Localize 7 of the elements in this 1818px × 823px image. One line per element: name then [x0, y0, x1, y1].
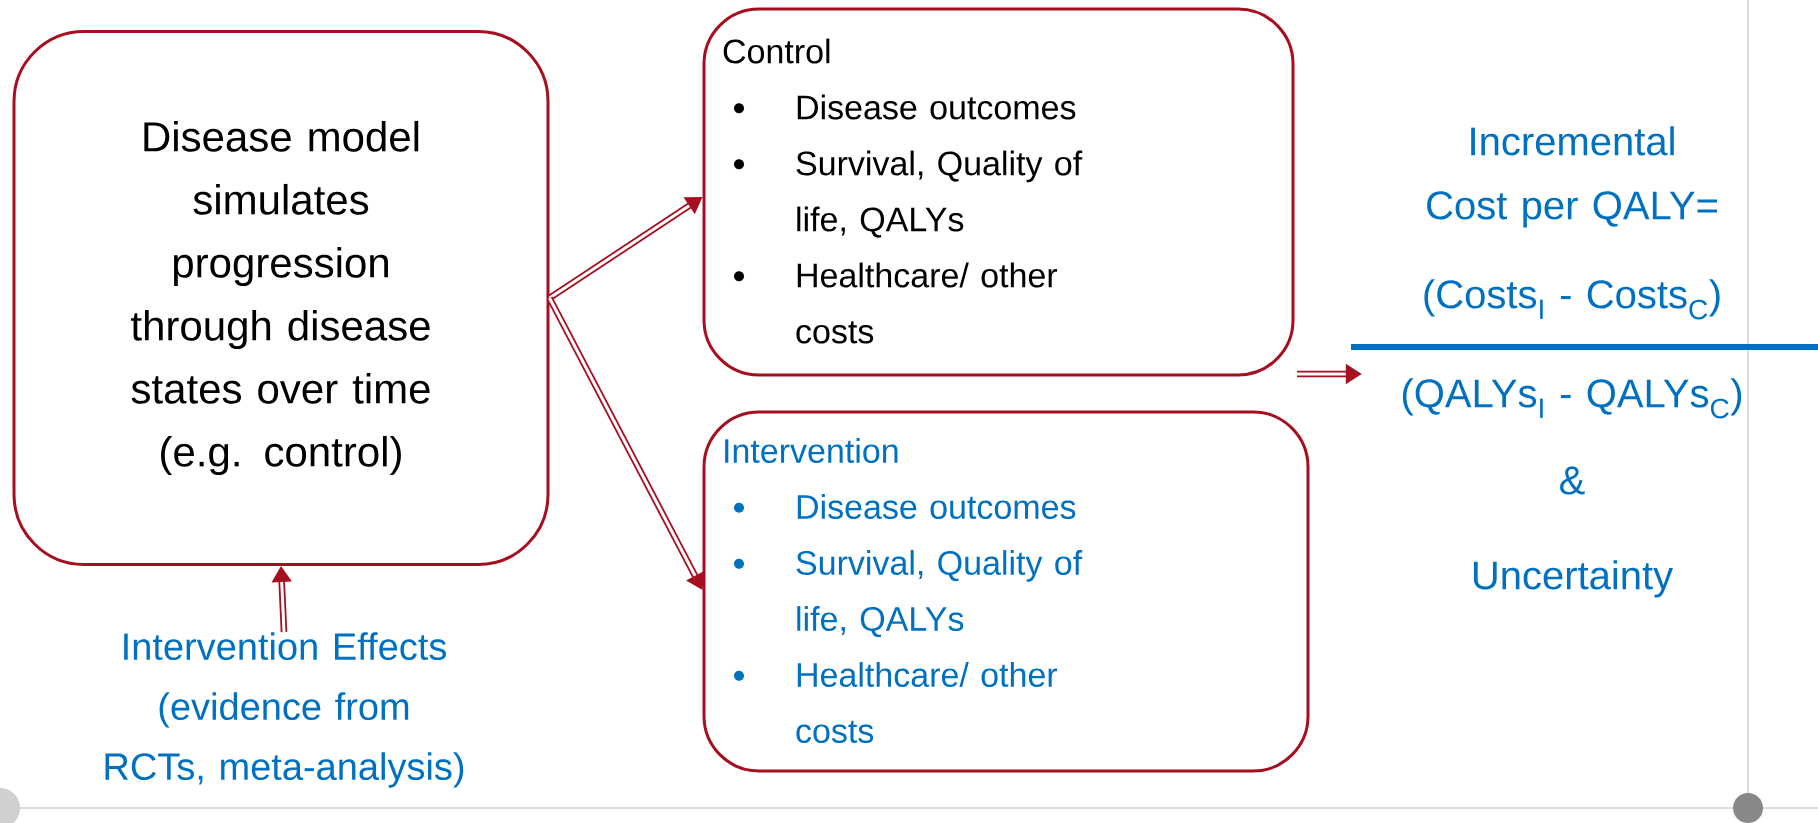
- list-box: Control Disease outcomes Survival, Quality of life, QALYs Healthcare/ other costs: [702, 7, 1295, 377]
- list-box: Intervention Disease outcomes Survival, Quality of life, QALYs Healthcare/ other costs: [702, 410, 1310, 773]
- arrow: [546, 296, 705, 590]
- source-text: Intervention Effects (evidence from RCTs, meta-analysis): [105, 632, 464, 788]
- process-box: Disease model simulates progression through disease states over time (e.g. control): [12, 30, 550, 566]
- arrow: [271, 566, 292, 633]
- ratio-formula: Incremental Cost per QALY= (Costs$_{I}$ - Costs$_{C}$) (QALYs$_{I}$ - QALYs$_{C}$) & Uncertainty: [1351, 126, 1818, 598]
